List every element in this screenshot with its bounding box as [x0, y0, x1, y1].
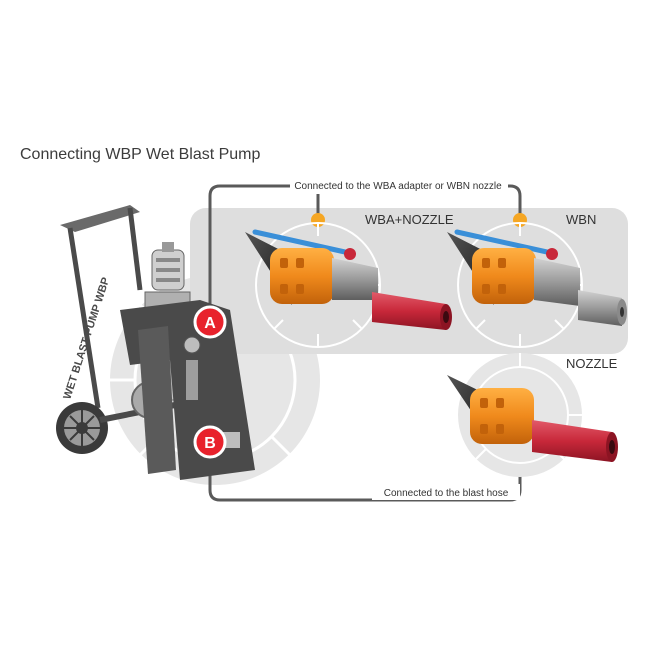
- product-wba-nozzle: WBA+NOZZLE: [245, 212, 454, 348]
- port-a-marker: A: [193, 305, 227, 339]
- bottom-connection-caption: Connected to the blast hose: [384, 488, 509, 499]
- product-wbn: WBN: [447, 212, 627, 348]
- pump-side-label: WET BLAST PUMP WBP: [61, 276, 112, 401]
- product-label-wbn: WBN: [566, 212, 596, 227]
- port-b-label: B: [204, 435, 216, 452]
- product-label-wba-nozzle: WBA+NOZZLE: [365, 212, 454, 227]
- page-title: Connecting WBP Wet Blast Pump: [20, 146, 261, 163]
- top-connection-caption: Connected to the WBA adapter or WBN nozz…: [294, 181, 502, 192]
- cart-wheel: [56, 402, 108, 454]
- product-label-nozzle: NOZZLE: [566, 356, 618, 371]
- port-b-marker: B: [193, 425, 227, 459]
- product-nozzle: NOZZLE: [447, 353, 618, 477]
- port-a-label: A: [204, 315, 216, 332]
